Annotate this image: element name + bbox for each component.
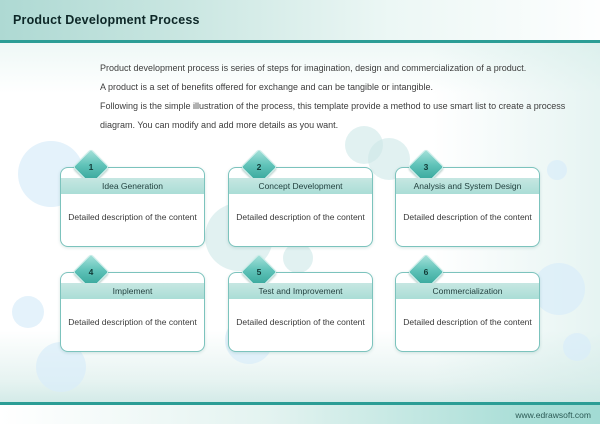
card-title: Implement: [61, 283, 204, 299]
website-link[interactable]: www.edrawsoft.com: [515, 410, 591, 420]
page-title: Product Development Process: [13, 13, 200, 27]
step-number: 4: [88, 267, 94, 277]
card-title: Concept Development: [229, 178, 372, 194]
card-description: Detailed description of the content: [236, 212, 365, 222]
step-number: 1: [88, 162, 94, 172]
page-header: Product Development Process: [0, 0, 600, 40]
step-number: 6: [423, 267, 429, 277]
card-step-4: 4 Implement Detailed description of the …: [60, 253, 205, 352]
card-title: Commercialization: [396, 283, 539, 299]
decor-bubble: [12, 296, 44, 328]
card-description: Detailed description of the content: [68, 212, 197, 222]
decor-bubble: [283, 243, 313, 273]
card-title: Test and Improvement: [229, 283, 372, 299]
card-description: Detailed description of the content: [68, 317, 197, 327]
card-step-1: 1 Idea Generation Detailed description o…: [60, 148, 205, 247]
step-number: 2: [256, 162, 262, 172]
header-accent-rule: [0, 40, 600, 43]
step-number: 3: [423, 162, 429, 172]
card-step-3: 3 Analysis and System Design Detailed de…: [395, 148, 540, 247]
intro-line: diagram. You can modify and add more det…: [100, 120, 339, 130]
decor-bubble: [547, 160, 567, 180]
card-step-5: 5 Test and Improvement Detailed descript…: [228, 253, 373, 352]
card-title: Idea Generation: [61, 178, 204, 194]
card-description: Detailed description of the content: [403, 317, 532, 327]
footer-accent-rule: [0, 402, 600, 405]
card-step-6: 6 Commercialization Detailed description…: [395, 253, 540, 352]
card-step-2: 2 Concept Development Detailed descripti…: [228, 148, 373, 247]
intro-text: Product development process is series of…: [100, 59, 565, 135]
card-description: Detailed description of the content: [236, 317, 365, 327]
decor-bubble: [563, 333, 591, 361]
decor-bubble: [533, 263, 585, 315]
card-title: Analysis and System Design: [396, 178, 539, 194]
intro-line: Product development process is series of…: [100, 63, 527, 73]
intro-line: Following is the simple illustration of …: [100, 101, 566, 111]
intro-line: A product is a set of benefits offered f…: [100, 82, 434, 92]
card-description: Detailed description of the content: [403, 212, 532, 222]
footer: www.edrawsoft.com: [0, 405, 600, 424]
step-number: 5: [256, 267, 262, 277]
